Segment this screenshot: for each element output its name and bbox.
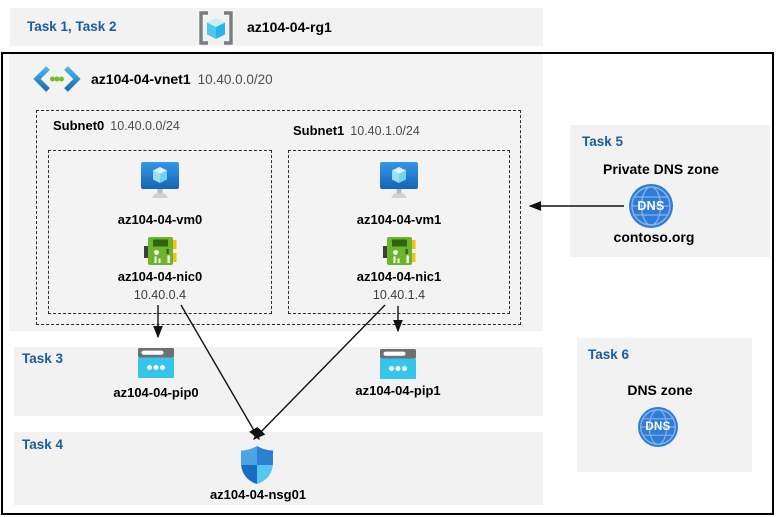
vnet-area: [9, 54, 543, 331]
nic1-icon: [383, 237, 416, 265]
nsg-label: az104-04-nsg01: [209, 487, 307, 502]
dns-icon-text: DNS: [637, 199, 665, 213]
dns-zone-icon: DNS: [638, 407, 678, 447]
dns-zone-title: DNS zone: [627, 382, 693, 398]
vm0-label: az104-04-vm0: [117, 212, 203, 227]
task-6-box: Task 6 DNS zone DNS: [577, 338, 752, 472]
pip1-icon: [380, 349, 416, 379]
task-3-band: Task 3: [14, 347, 543, 416]
task-5-label: Task 5: [582, 134, 624, 149]
resource-group-name: az104-04-rg1: [247, 19, 332, 35]
subnet1-header: Subnet1 10.40.1.0/24: [293, 123, 420, 138]
nsg-shield-icon: [241, 446, 273, 484]
nic0-label: az104-04-nic0: [117, 269, 203, 284]
vnet-name: az104-04-vnet1: [91, 71, 191, 87]
nic0-icon: [144, 237, 177, 265]
private-dns-zone-icon: DNS: [629, 184, 673, 228]
globe-icon: [640, 409, 676, 445]
subnet1-name: Subnet1: [293, 123, 345, 138]
private-dns-zone-title: Private DNS zone: [603, 161, 719, 177]
subnet0-header: Subnet0 10.40.0.0/24: [53, 118, 180, 133]
vm1-icon: [380, 162, 418, 198]
contoso-zone-label: contoso.org: [613, 229, 695, 245]
pip0-icon: [138, 348, 174, 378]
subnet0-box: az104-04-vm0 az104-04-nic0 10.40.0.4: [48, 150, 272, 314]
vnet-icon: [33, 66, 81, 92]
subnet1-box: az104-04-vm1 az104-04-nic1 10.40.1.4: [288, 150, 510, 314]
vnet-cidr: 10.40.0.0/20: [197, 71, 273, 87]
vm1-label: az104-04-vm1: [356, 212, 442, 227]
task-4-band: Task 4: [14, 432, 543, 505]
task-3-label: Task 3: [22, 351, 64, 366]
task-1-2-band: Task 1, Task 2 az104-04-rg1: [10, 8, 543, 46]
resource-group-icon: [199, 11, 233, 45]
pip1-label: az104-04-pip1: [355, 383, 441, 398]
vnet-header: az104-04-vnet1 10.40.0.0/20: [33, 64, 273, 94]
nic1-ip: 10.40.1.4: [372, 288, 426, 302]
task-1-2-label: Task 1, Task 2: [27, 19, 117, 34]
diagram-outer-border: [1, 52, 774, 515]
subnet1-cidr: 10.40.1.0/24: [350, 123, 420, 138]
subnet0-cidr: 10.40.0.0/24: [110, 118, 180, 133]
nic0-ip: 10.40.0.4: [133, 288, 187, 302]
nic1-label: az104-04-nic1: [356, 269, 442, 284]
globe-icon: [631, 186, 671, 226]
task-5-box: Task 5 Private DNS zone DNS contoso.org: [570, 125, 770, 257]
task-4-label: Task 4: [22, 437, 64, 452]
dns-icon-text: DNS: [645, 421, 671, 433]
task-6-label: Task 6: [588, 347, 630, 362]
vm0-icon: [141, 162, 179, 198]
subnet0-name: Subnet0: [53, 118, 105, 133]
pip0-label: az104-04-pip0: [113, 385, 199, 400]
